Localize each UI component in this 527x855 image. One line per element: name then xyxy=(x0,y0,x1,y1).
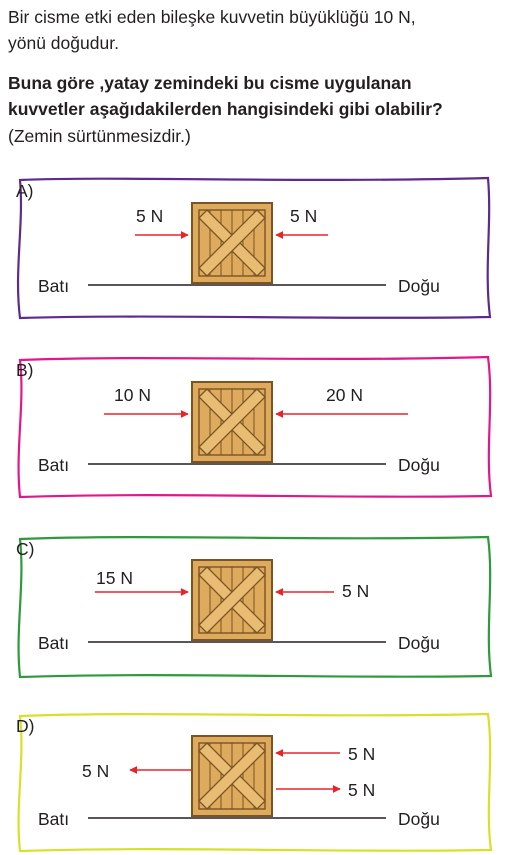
option-c-east-label: Doğu xyxy=(398,633,440,653)
prompt-line-2: kuvvetler aşağıdakilerden hangisindeki g… xyxy=(8,99,443,119)
option-b-letter: B) xyxy=(16,360,34,380)
option-c-left-force-label: 15 N xyxy=(96,568,133,588)
option-b-frame xyxy=(17,355,493,499)
option-c-west-label: Batı xyxy=(38,633,69,653)
option-b-west-label: Batı xyxy=(38,455,69,475)
option-c[interactable]: C) 15 N 5 N Batı Doğu xyxy=(16,535,493,679)
option-b-right-force-label: 20 N xyxy=(326,385,363,405)
question-note: (Zemin sürtünmesizdir.) xyxy=(8,126,191,146)
option-d-east-label: Doğu xyxy=(398,809,440,829)
option-c-crate xyxy=(191,559,273,641)
prompt-line-1: Buna göre ,yatay zemindeki bu cisme uygu… xyxy=(8,73,412,93)
option-b-crate xyxy=(191,381,273,463)
option-b-east-label: Doğu xyxy=(398,455,440,475)
option-a-west-label: Batı xyxy=(38,276,69,296)
option-a-frame xyxy=(16,176,492,320)
option-d-letter: D) xyxy=(16,716,34,736)
option-d[interactable]: D) 5 N 5 N 5 N Batı Doğu xyxy=(16,712,493,853)
option-d-right-top-force-label: 5 N xyxy=(348,744,375,764)
option-d-west-label: Batı xyxy=(38,809,69,829)
question-line-2: yönü doğudur. xyxy=(8,33,119,53)
option-b-left-force-label: 10 N xyxy=(114,385,151,405)
option-b[interactable]: B) 10 N 20 N Batı Doğu xyxy=(16,355,493,499)
option-d-frame xyxy=(17,712,493,853)
option-d-crate xyxy=(191,735,273,817)
option-a-crate xyxy=(191,202,273,284)
option-a[interactable]: A) 5 N 5 N Batı Doğu xyxy=(16,176,492,320)
option-c-frame xyxy=(17,535,493,679)
question-statement: Bir cisme etki eden bileşke kuvvetin büy… xyxy=(8,4,523,56)
option-a-east-label: Doğu xyxy=(398,276,440,296)
option-a-left-force-label: 5 N xyxy=(136,206,163,226)
option-c-right-force-label: 5 N xyxy=(342,581,369,601)
option-d-right-bottom-force-label: 5 N xyxy=(348,780,375,800)
question-prompt: Buna göre ,yatay zemindeki bu cisme uygu… xyxy=(8,70,523,122)
option-c-letter: C) xyxy=(16,539,34,559)
option-a-right-force-label: 5 N xyxy=(290,206,317,226)
option-a-letter: A) xyxy=(16,181,34,201)
option-d-left-force-label: 5 N xyxy=(82,761,109,781)
question-line-1: Bir cisme etki eden bileşke kuvvetin büy… xyxy=(8,7,416,27)
